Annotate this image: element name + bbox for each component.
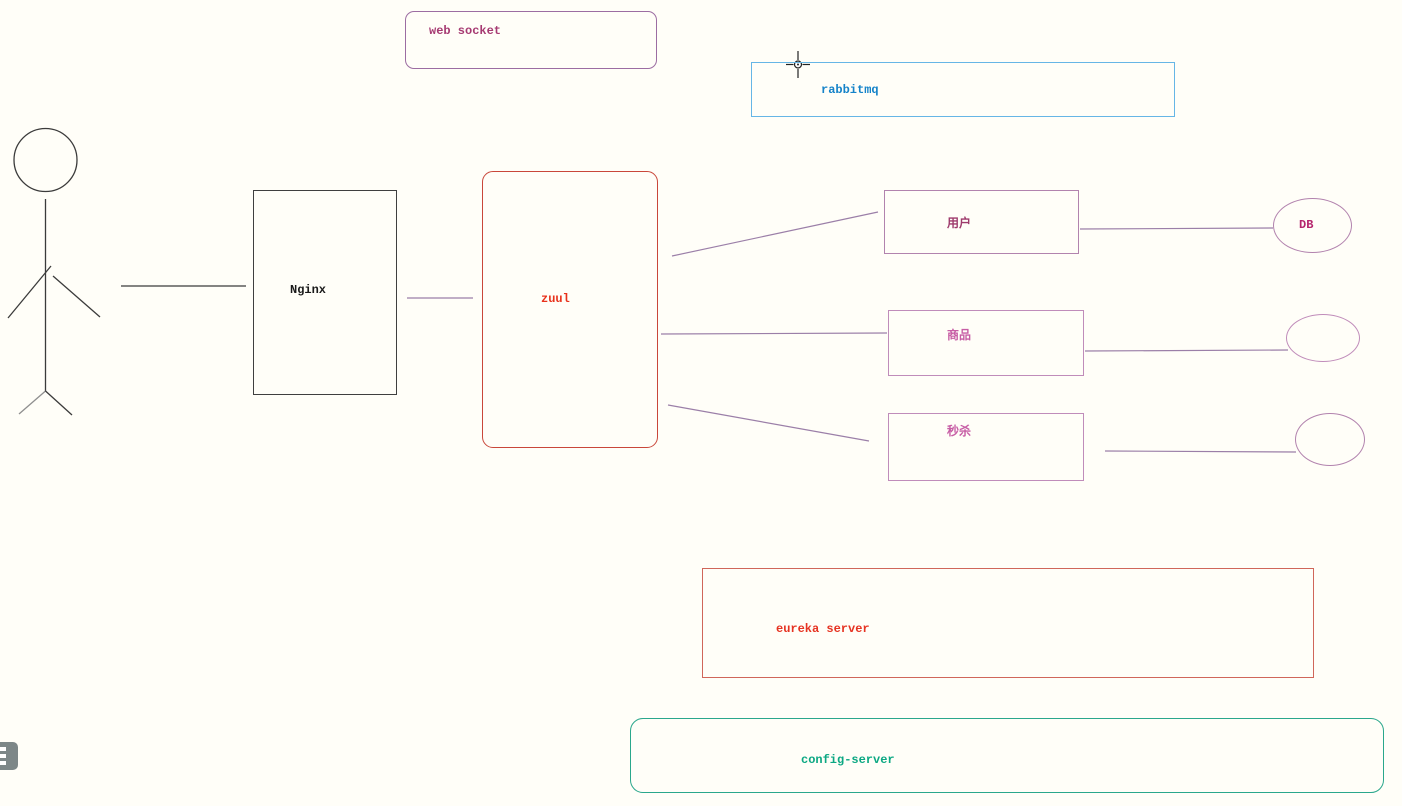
connector-zuul-seckill[interactable] (667, 404, 870, 442)
node-zuul[interactable]: zuul (482, 171, 658, 448)
node-product-db-ellipse[interactable] (1286, 314, 1360, 362)
connector-zuul-product[interactable] (660, 332, 888, 335)
node-seckill-service-label: 秒杀 (947, 425, 972, 439)
actor-head (13, 127, 78, 193)
node-eureka-server-label: eureka server (776, 622, 870, 636)
node-user-service[interactable]: 用户 (884, 190, 1079, 254)
node-nginx-label: Nginx (290, 283, 327, 297)
connector-seckill-db[interactable] (1104, 450, 1297, 453)
connector-product-db[interactable] (1084, 349, 1289, 352)
node-eureka-server[interactable]: eureka server (702, 568, 1314, 678)
node-zuul-label: zuul (541, 292, 570, 306)
node-nginx[interactable]: Nginx (253, 190, 397, 395)
actor-leg-right (45, 390, 73, 416)
node-product-service-label: 商品 (947, 329, 972, 343)
node-user-service-label: 用户 (947, 217, 972, 231)
actor-arm-left (7, 265, 52, 319)
node-db-label: DB (1299, 218, 1314, 232)
node-seckill-service[interactable]: 秒杀 (888, 413, 1084, 481)
node-rabbitmq-label: rabbitmq (821, 83, 879, 97)
node-web-socket[interactable]: web socket (405, 11, 657, 69)
connector-user-db[interactable] (1079, 227, 1274, 230)
node-web-socket-label: web socket (429, 24, 502, 38)
node-config-server-label: config-server (801, 753, 895, 767)
node-product-service[interactable]: 商品 (888, 310, 1084, 376)
actor-leg-left (18, 390, 46, 415)
actor-arm-right (52, 275, 101, 318)
node-seckill-db-ellipse[interactable] (1295, 413, 1365, 466)
menu-toggle-button[interactable] (0, 742, 18, 770)
connector-zuul-user[interactable] (671, 211, 879, 257)
node-db-ellipse[interactable]: DB (1273, 198, 1352, 253)
node-config-server[interactable]: config-server (630, 718, 1384, 793)
actor-figure[interactable] (7, 127, 101, 416)
node-rabbitmq[interactable]: rabbitmq (751, 62, 1175, 117)
